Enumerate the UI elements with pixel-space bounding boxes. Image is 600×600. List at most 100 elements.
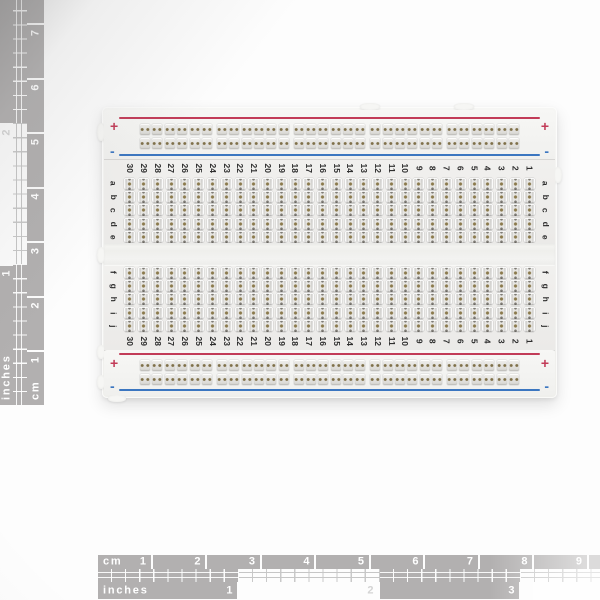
breadboard-hole [344,217,356,230]
rail-clip-group [447,360,519,372]
column-number-text: 11 [386,337,397,346]
breadboard-hole [468,306,480,319]
breadboard-hole [275,191,287,204]
column-number-text: 18 [290,163,301,174]
breadboard-hole [317,177,329,190]
breadboard-hole [234,191,246,204]
row-letter: j [539,320,552,333]
rail-clip [484,374,495,385]
column-number: 3 [495,160,509,177]
column-number: 30 [123,333,137,350]
rail-clip [164,138,175,149]
breadboard-hole [509,293,521,306]
edge-nub [97,375,105,389]
rail-clip [459,360,470,371]
column-number-text: 17 [304,163,315,174]
column-number: 9 [412,333,426,350]
column-number-text: 15 [331,163,342,174]
positive-rail-line [119,353,540,356]
breadboard-hole [138,204,150,217]
minus-label: - [544,378,549,394]
rail-clip [370,374,381,385]
rail-clip [355,138,366,149]
breadboard-hole [275,306,287,319]
breadboard-hole [330,231,342,244]
rail-clip [201,138,212,149]
ruler-cm-block: 3 [207,555,260,569]
breadboard-hole [482,320,494,333]
rail-clip [177,124,188,135]
breadboard-hole [399,177,411,190]
row-letter-text: b [540,194,551,200]
breadboard-hole [482,280,494,293]
minus-label: - [544,143,549,159]
ruler-cm-number: 1 [29,356,41,364]
ruler-cm-block: 2 [152,555,205,569]
breadboard-hole [509,177,521,190]
breadboard-hole [151,320,163,333]
column-number-text: 4 [483,166,494,171]
breadboard-hole [399,293,411,306]
breadboard-hole [165,191,177,204]
breadboard-hole [344,231,356,244]
ruler-inch-number: 2 [367,584,374,596]
breadboard-hole [385,306,397,319]
breadboard-hole [303,266,315,279]
column-number-text: 25 [193,336,204,347]
column-number-text: 4 [483,339,494,344]
column-number-text: 7 [441,339,452,344]
column-number: 22 [233,333,247,350]
rail-clip-group [370,124,443,136]
breadboard-hole [179,320,191,333]
breadboard-hole [317,320,329,333]
column-number: 14 [343,160,357,177]
breadboard-hole [262,191,274,204]
breadboard-hole [358,320,370,333]
rail-clip [152,360,163,371]
row-letter: f [539,266,552,279]
breadboard-hole [193,204,205,217]
tie-point-grid-top [123,177,536,244]
rail-clip [330,360,341,371]
edge-nub [97,247,105,263]
rail-clip [508,124,519,135]
breadboard-hole [193,191,205,204]
row-letter: e [107,231,120,244]
column-number: 17 [302,160,316,177]
column-number-text: 21 [249,163,260,174]
breadboard-hole [289,280,301,293]
column-number: 1 [522,160,536,177]
breadboard-hole [151,204,163,217]
breadboard-hole [468,191,480,204]
column-number-text: 3 [496,166,507,171]
rail-clip [382,124,393,135]
column-number-text: 17 [304,336,315,347]
rail-clip [305,124,316,135]
breadboard-hole [138,306,150,319]
column-number: 10 [398,160,412,177]
breadboard-hole [262,293,274,306]
breadboard-hole [165,266,177,279]
rail-clip [382,138,393,149]
column-number: 13 [357,333,371,350]
row-letter: d [539,217,552,230]
rail-clip [177,360,188,371]
column-number: 28 [151,333,165,350]
breadboard-hole [385,204,397,217]
column-number-text: 1 [524,339,535,344]
breadboard-hole [220,320,232,333]
breadboard-hole [303,217,315,230]
row-letter-text: d [540,221,551,227]
breadboard-hole [330,320,342,333]
breadboard-hole [303,280,315,293]
rail-clip [432,138,443,149]
row-letter: h [539,293,552,306]
breadboard-hole [344,306,356,319]
column-number-text: 24 [207,336,218,347]
breadboard-hole [372,293,384,306]
rail-clip [253,374,264,385]
breadboard-hole [509,217,521,230]
rail-clip [266,138,277,149]
column-number: 26 [178,160,192,177]
